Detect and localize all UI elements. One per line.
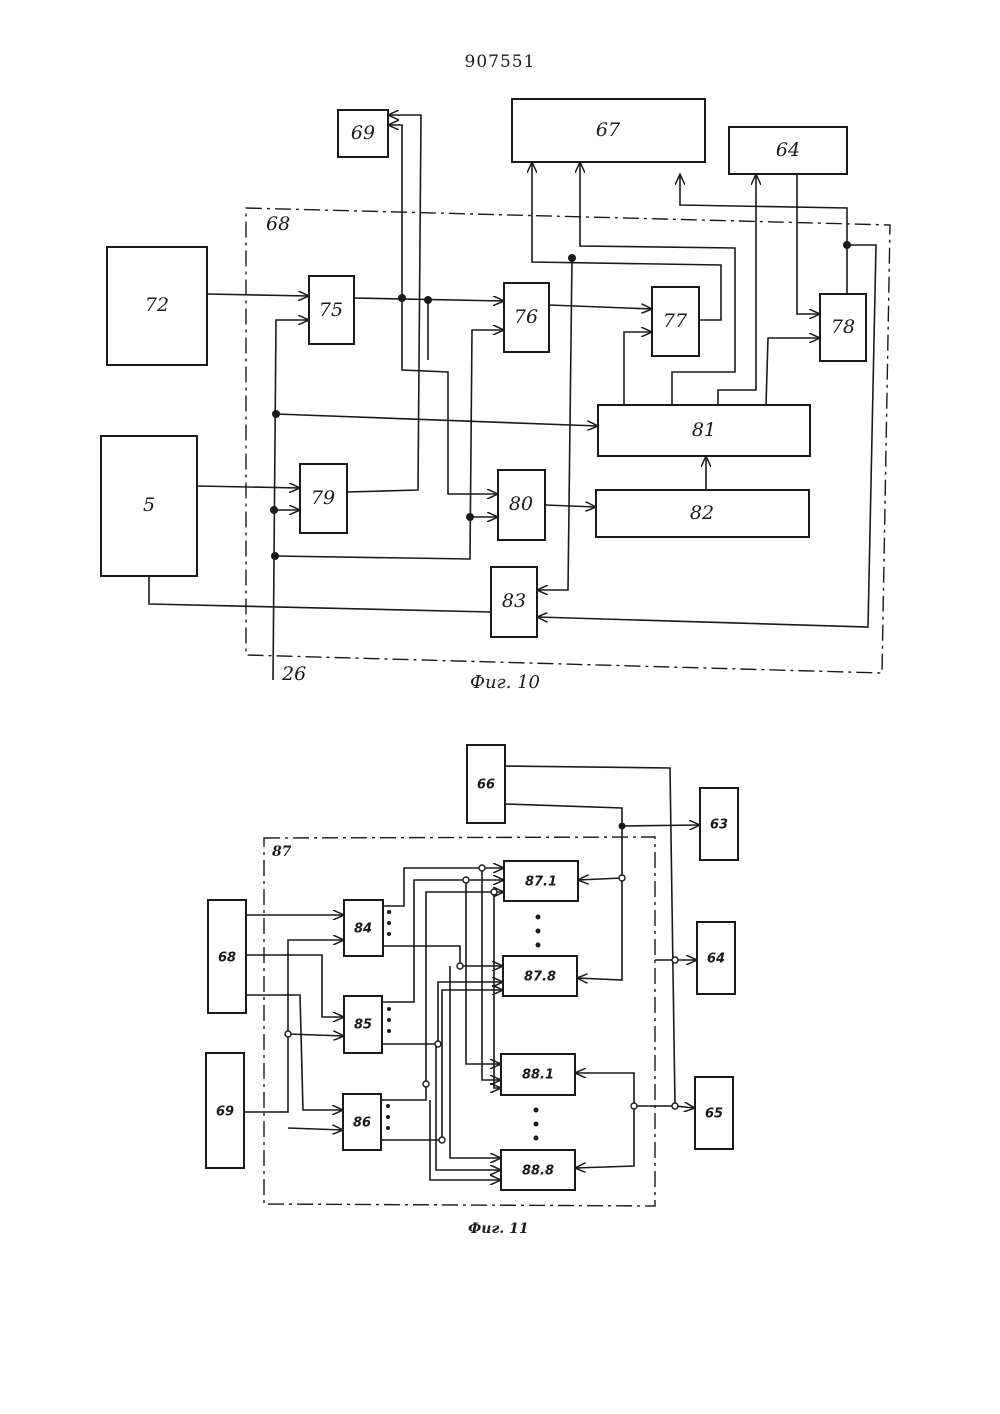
svg-text:63: 63 [710,818,728,833]
fig11-caption: Фиг. 11 [468,1221,529,1237]
block-81: 81 [598,405,810,456]
svg-text:84: 84 [354,922,372,937]
block-88-8: 88.8 [501,1150,575,1190]
svg-text:64: 64 [776,139,800,161]
block-66: 66 [467,745,505,823]
svg-text:67: 67 [596,119,621,141]
block-84: 84 [344,900,383,956]
svg-text:87.1: 87.1 [525,875,557,890]
fig11-connections [244,766,700,1180]
block-68: 68 [208,900,246,1013]
svg-text:87.8: 87.8 [524,970,556,985]
block-87-1: 87.1 [504,861,578,901]
svg-text:81: 81 [692,419,716,441]
block-80: 80 [498,470,545,540]
block-86: 86 [343,1094,381,1150]
block-83: 83 [491,567,537,637]
svg-text:65: 65 [705,1107,723,1122]
svg-text:88.1: 88.1 [522,1068,554,1083]
svg-text:85: 85 [354,1018,372,1033]
block-75: 75 [309,276,354,344]
block-78: 78 [820,294,866,361]
svg-text:64: 64 [707,952,725,967]
svg-text:69: 69 [216,1105,234,1120]
svg-text:66: 66 [477,778,495,793]
svg-text:86: 86 [353,1116,371,1131]
svg-text:88.8: 88.8 [522,1164,554,1179]
svg-text:68: 68 [218,951,236,966]
svg-text:69: 69 [351,122,375,144]
fig11-ellipsis [386,910,541,1141]
block-79: 79 [300,464,347,533]
block-72: 72 [107,247,207,365]
block-64b: 64 [697,922,735,994]
block-5: 5 [101,436,197,576]
figure-11: 87 66 63 64 65 68 69 84 [206,745,738,1237]
svg-text:5: 5 [143,494,155,516]
svg-text:82: 82 [690,502,714,524]
svg-text:75: 75 [319,299,343,321]
svg-text:79: 79 [311,487,335,509]
block-76: 76 [504,283,549,352]
block-69b: 69 [206,1053,244,1168]
fig10-line-label-26: 26 [281,663,306,685]
fig10-caption: Фиг. 10 [470,672,540,693]
svg-text:72: 72 [145,294,169,316]
block-69: 69 [338,110,388,157]
block-87-8: 87.8 [503,956,577,996]
svg-text:78: 78 [831,316,855,338]
block-77: 77 [652,287,699,356]
svg-text:80: 80 [509,493,533,515]
block-63: 63 [700,788,738,860]
svg-text:83: 83 [502,590,526,612]
block-64: 64 [729,127,847,174]
fig10-boundary-label: 68 [266,213,290,235]
block-67: 67 [512,99,705,162]
block-82: 82 [596,490,809,537]
block-65: 65 [695,1077,733,1149]
block-85: 85 [344,996,382,1053]
block-88-1: 88.1 [501,1054,575,1095]
figure-10: 68 69 67 64 72 5 75 76 [101,99,890,693]
fig11-boundary-label: 87 [272,844,292,860]
svg-text:77: 77 [663,310,688,332]
svg-text:76: 76 [514,306,538,328]
